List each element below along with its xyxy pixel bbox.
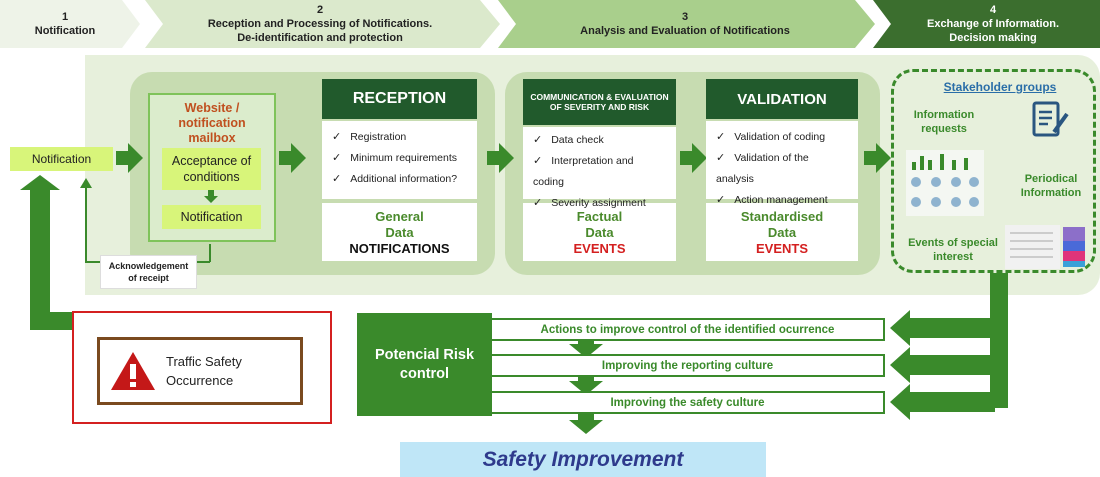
step-4: 4 Exchange of Information. Decision maki… [893, 0, 1093, 48]
step-2-number: 2 [316, 4, 324, 16]
validation-title: VALIDATION [706, 79, 858, 119]
validation-data: Standardised Data EVENTS [706, 203, 858, 261]
safety-improvement-banner: Safety Improvement [400, 442, 766, 477]
acceptance-box: Acceptance of conditions [162, 148, 261, 190]
communication-data-line1: Factual [576, 209, 623, 224]
validation-data-line2: Data [767, 225, 797, 240]
step-1-label: Notification [34, 25, 96, 37]
reception-item: Additional information? [332, 169, 467, 190]
validation-data-line1: Standardised [740, 209, 824, 224]
step-3-number: 3 [681, 11, 689, 23]
validation-item: Validation of the analysis [716, 148, 848, 190]
report-charts-icon [906, 150, 984, 216]
step-2: 2 Reception and Processing of Notificati… [165, 0, 475, 48]
communication-checklist: Data check Interpretation and coding Sev… [523, 127, 676, 209]
communication-title: COMMUNICATION & EVALUATION OF SEVERITY A… [523, 79, 676, 125]
occurrence-box: Traffic Safety Occurrence [97, 337, 303, 405]
step-1: 1 Notification [10, 0, 120, 48]
reception-title: RECEPTION [322, 79, 477, 119]
action-box: Improving the safety culture [490, 391, 885, 414]
communication-item: Severity assignment [533, 193, 666, 214]
stakeholder-title: Stakeholder groups [943, 80, 1057, 94]
document-edit-icon [1032, 101, 1069, 137]
communication-item: Data check [533, 130, 666, 151]
communication-item: Interpretation and coding [533, 151, 666, 193]
notification-box: Notification [10, 147, 113, 171]
risk-control-box: Potencial Risk control [357, 313, 492, 416]
warning-icon [111, 352, 155, 390]
acknowledgement-box: Acknowledgement of receipt [100, 255, 197, 289]
info-requests-label: Information requests [913, 109, 975, 135]
validation-block: VALIDATION Validation of coding Validati… [706, 79, 858, 261]
reception-block: RECEPTION Registration Minimum requireme… [322, 79, 477, 261]
report-thumbnail-icon [1005, 225, 1085, 269]
step-4-number: 4 [989, 4, 997, 16]
communication-block: COMMUNICATION & EVALUATION OF SEVERITY A… [523, 79, 676, 261]
periodical-info-label: Periodical Information [1020, 173, 1082, 199]
action-box: Actions to improve control of the identi… [490, 318, 885, 341]
reception-data: General Data NOTIFICATIONS [322, 203, 477, 261]
website-notification-box: Notification [162, 205, 261, 229]
step-3-label: Analysis and Evaluation of Notifications [580, 25, 790, 37]
step-1-number: 1 [61, 11, 69, 23]
communication-data-line2: Data [585, 225, 614, 240]
step-3: 3 Analysis and Evaluation of Notificatio… [520, 0, 850, 48]
validation-data-line3: EVENTS [755, 241, 808, 256]
reception-data-line1: General [375, 209, 424, 224]
reception-data-line3: NOTIFICATIONS [349, 241, 450, 256]
step-2-label2: De-identification and protection [237, 32, 403, 44]
events-special-label: Events of special interest [908, 237, 998, 263]
reception-checklist: Registration Minimum requirements Additi… [322, 121, 477, 199]
validation-item: Validation of coding [716, 127, 848, 148]
website-title: Website / notification mailbox [178, 101, 246, 145]
occurrence-label: Traffic Safety Occurrence [166, 354, 242, 388]
arrow-down-small-icon [204, 190, 218, 203]
reception-data-line2: Data [385, 225, 414, 240]
step-4-label: Exchange of Information. [926, 18, 1059, 30]
action-box: Improving the reporting culture [490, 354, 885, 377]
step-2-label: Reception and Processing of Notification… [207, 18, 433, 30]
header-chevrons [0, 0, 1100, 48]
communication-data-line3: EVENTS [573, 241, 626, 256]
reception-item: Minimum requirements [332, 148, 467, 169]
validation-item: Action management [716, 190, 848, 211]
validation-checklist: Validation of coding Validation of the a… [706, 121, 858, 206]
step-4-label2: Decision making [949, 32, 1037, 44]
reception-item: Registration [332, 127, 467, 148]
